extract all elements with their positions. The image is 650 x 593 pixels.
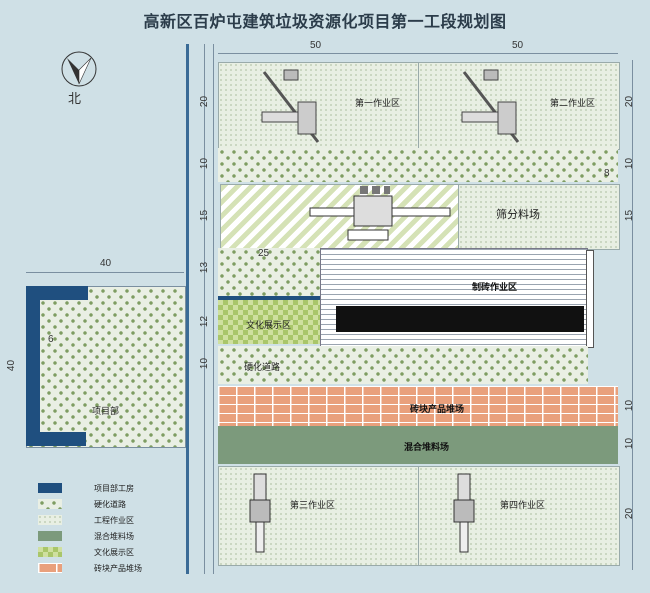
sieve-yard-label: 筛分料场 [496, 208, 540, 221]
page-title: 高新区百炉屯建筑垃圾资源化项目第一工段规划图 [143, 12, 507, 31]
dimension-line-left [204, 44, 205, 574]
legend-swatch [38, 563, 62, 573]
dim-right-20-bottom: 20 [624, 507, 636, 520]
dim-right-10-b: 10 [624, 399, 636, 412]
work-zone-4 [418, 466, 620, 566]
legend-swatch [38, 483, 62, 493]
work-zone-2-label: 第二作业区 [550, 99, 596, 109]
dim-right-10-a: 10 [624, 157, 636, 170]
brick-making-area [320, 248, 588, 348]
mobile-crusher-3-icon [249, 473, 271, 553]
dim-left-10-a: 10 [199, 157, 211, 170]
brick-product-yard [218, 386, 618, 426]
legend-item: 工程作业区 [38, 512, 142, 528]
sieve-plant-area [220, 184, 460, 250]
legend-swatch [38, 547, 62, 557]
legend-label: 文化展示区 [94, 547, 134, 557]
top-dimension-line [218, 53, 618, 54]
work-zone-4-label: 第四作业区 [500, 501, 546, 511]
hard-road-strip-top [218, 148, 618, 182]
mobile-crusher-4-icon [453, 473, 475, 553]
legend-item: 硬化道路 [38, 496, 142, 512]
legend-label: 工程作业区 [94, 515, 134, 525]
mixed-stockpile [218, 426, 618, 464]
hard-road-left [218, 248, 320, 296]
north-arrow-icon [61, 51, 97, 87]
dim-right-15: 15 [624, 209, 636, 222]
dimension-line-right [632, 60, 633, 570]
dim-right-10-c: 10 [624, 437, 636, 450]
legend-item: 项目部工房 [38, 480, 142, 496]
legend-swatch [38, 515, 62, 525]
legend-label: 混合堆料场 [94, 531, 134, 541]
dim-right-20-top: 20 [624, 95, 636, 108]
dimension-line-left-inner [213, 44, 214, 574]
dim-left-10-b: 10 [199, 357, 211, 370]
legend-label: 项目部工房 [94, 483, 134, 493]
dim-block-40-left: 40 [6, 359, 18, 372]
work-zone-1-label: 第一作业区 [355, 99, 401, 109]
hard-road-band [218, 346, 588, 384]
dim-top-left: 50 [310, 40, 322, 51]
legend-item: 文化展示区 [38, 544, 142, 560]
project-department-block [26, 286, 186, 448]
dim-right-8: 8 [604, 168, 610, 179]
culture-area [218, 300, 320, 344]
brick-product-label: 砖块产品堆场 [410, 405, 465, 415]
mixed-stockpile-label: 混合堆料场 [404, 443, 450, 453]
work-zone-3-label: 第三作业区 [290, 501, 336, 511]
dim-left-20-top: 20 [199, 95, 211, 108]
dim-block-40-top: 40 [100, 258, 112, 269]
dim-top-right: 50 [512, 40, 524, 51]
work-zone-1 [218, 62, 420, 150]
legend-label: 砖块产品堆场 [94, 563, 142, 573]
crusher-machine-2-icon [461, 69, 520, 143]
project-office-building-bottom [40, 432, 86, 446]
legend-item: 砖块产品堆场 [38, 560, 142, 576]
dim-25: 25 [258, 248, 270, 259]
legend-swatch [38, 499, 62, 509]
crusher-machine-1-icon [261, 69, 320, 143]
dim-left-13: 13 [199, 261, 211, 274]
legend-item: 混合堆料场 [38, 528, 142, 544]
culture-area-label: 文化展示区 [246, 321, 292, 331]
legend-label: 硬化道路 [94, 499, 126, 509]
dim-left-15: 15 [199, 209, 211, 222]
main-road-line [186, 44, 189, 574]
dim-block-6: 6 [48, 334, 54, 345]
sieve-yard [458, 184, 620, 250]
legend: 项目部工房 硬化道路 工程作业区 混合堆料场 文化展示区 砖块产品堆场 [38, 480, 142, 576]
brick-production-line [336, 306, 584, 332]
brick-area-boundary [586, 250, 594, 348]
legend-swatch [38, 531, 62, 541]
screening-line-icon [309, 186, 451, 241]
block-top-dim-line [26, 272, 184, 273]
compass-label: 北 [68, 92, 82, 107]
project-office-building-top [40, 286, 88, 300]
hard-road-label: 硬化道路 [244, 363, 281, 373]
brick-work-label: 制砖作业区 [472, 283, 518, 293]
culture-area-border [218, 296, 320, 300]
project-department-label: 项目部 [92, 407, 120, 417]
dim-left-12: 12 [199, 315, 211, 328]
work-zone-2 [418, 62, 620, 150]
project-office-building-left [26, 286, 40, 446]
